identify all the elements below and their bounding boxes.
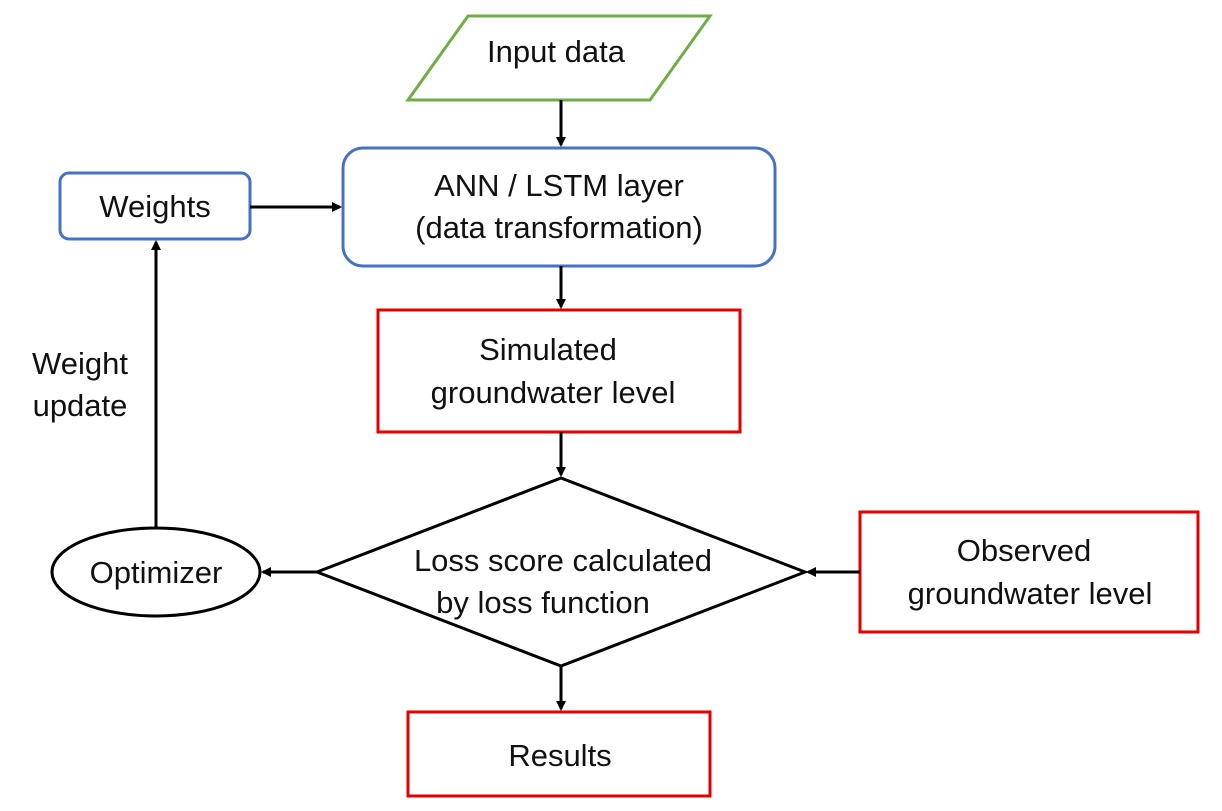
- observed-level-line2: groundwater level: [908, 576, 1153, 611]
- weight-update-line2: update: [33, 388, 128, 423]
- input-data-label: Input data: [487, 34, 626, 69]
- model-layer-line2: (data transformation): [415, 210, 703, 245]
- results-shape: [406, 710, 712, 798]
- input-data-shape: [405, 14, 713, 102]
- observed-level-node: Observed groundwater level: [858, 510, 1200, 634]
- observed-level-line1: Observed: [957, 533, 1091, 568]
- model-layer-line1: ANN / LSTM layer: [434, 168, 684, 203]
- results-node: Results: [406, 710, 712, 798]
- model-layer-shape: [341, 146, 777, 268]
- input-data-node: Input data: [405, 14, 713, 102]
- weight-update-line1: Weight: [32, 346, 128, 381]
- simulated-level-line1: Simulated: [479, 332, 617, 367]
- loss-score-node: Loss score calculated by loss function: [312, 476, 810, 668]
- optimizer-node: Optimizer: [50, 526, 262, 618]
- simulated-level-shape: [376, 308, 742, 434]
- model-layer-node: ANN / LSTM layer (data transformation): [341, 146, 777, 268]
- results-label: Results: [508, 738, 611, 773]
- loss-score-line1: Loss score calculated: [414, 543, 712, 578]
- loss-score-line2: by loss function: [436, 585, 650, 620]
- weights-label: Weights: [99, 189, 210, 224]
- weights-node: Weights: [58, 171, 252, 241]
- simulated-level-line2: groundwater level: [431, 375, 676, 410]
- observed-level-shape: [858, 510, 1200, 634]
- simulated-level-node: Simulated groundwater level: [376, 308, 742, 434]
- optimizer-label: Optimizer: [90, 555, 223, 590]
